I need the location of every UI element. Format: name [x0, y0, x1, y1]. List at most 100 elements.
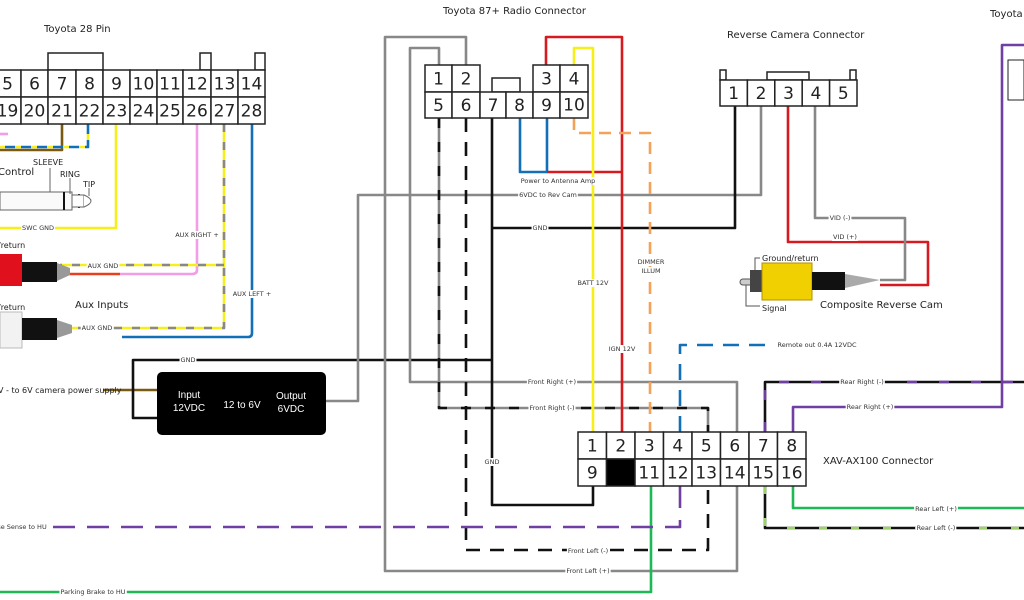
- vid-pos-label: VID (+): [833, 233, 857, 241]
- pin-number: 26: [186, 101, 208, 121]
- wire-gnd-top: [492, 106, 737, 230]
- label-background: [832, 233, 858, 241]
- pin-number: 4: [569, 70, 580, 90]
- gnd-label: GND: [181, 356, 196, 364]
- wire-remote-out: [678, 343, 775, 432]
- ring-label: RING: [60, 170, 80, 179]
- toyota-28-pin-connector: Toyota 28 Pin 51962072182292310241125122…: [0, 24, 266, 125]
- wire-parking-brake: [0, 486, 653, 594]
- wire-rear-left-pos: [791, 486, 1024, 510]
- pin-number: 16: [781, 464, 803, 484]
- pin-number: 15: [752, 464, 774, 484]
- pin-number: 3: [783, 84, 794, 104]
- pin-number: 23: [106, 101, 128, 121]
- wire-radio7-gnd: [490, 118, 595, 507]
- label-background: [828, 214, 852, 222]
- wire-radio3-ign: [544, 35, 624, 432]
- label-background: [565, 567, 611, 575]
- pin-cell: [559, 64, 589, 93]
- pin-cell: [605, 431, 636, 460]
- wire-converter-gnd: [131, 358, 492, 420]
- wire-pin22-blue-yellow: [0, 124, 90, 149]
- pin-cell: [75, 96, 104, 125]
- pin-cell: [129, 69, 158, 98]
- toyota-right-connector: [1007, 59, 1024, 101]
- jack-body: [0, 191, 73, 211]
- pin-cell: [776, 458, 807, 487]
- pin-number: 1: [728, 84, 739, 104]
- pin-number: 20: [24, 101, 46, 121]
- wire-pin28-aux-left: [122, 124, 254, 339]
- pin-number: 1: [587, 437, 598, 457]
- wire-pin27-aux-gnd: [60, 124, 226, 330]
- pin-cell: [505, 91, 534, 119]
- pin-cell: [662, 431, 693, 460]
- illum-label: ILLUM: [641, 267, 660, 275]
- pin-number: 4: [810, 84, 821, 104]
- pin-number: 2: [615, 437, 626, 457]
- converter-input-voltage: 12VDC: [173, 403, 205, 414]
- label-background: [531, 224, 549, 232]
- yellow-plug-body: [761, 262, 813, 301]
- rear-right-neg-label: Rear Right (-): [840, 378, 884, 386]
- pin-number: 2: [756, 84, 767, 104]
- pin-cell: [746, 79, 776, 107]
- pin-number: 12: [186, 74, 208, 94]
- pin-number: 28: [241, 101, 263, 121]
- aux-inputs-title: Aux Inputs: [75, 300, 128, 311]
- gnd-top-label: GND: [533, 224, 548, 232]
- sleeve-label: SLEEVE: [33, 158, 63, 167]
- label-background: [528, 404, 576, 412]
- label-background: [231, 290, 273, 298]
- toyota-28-title: Toyota 28 Pin: [43, 24, 111, 35]
- wire-labels: GND Power to Antenna Amp 6VDC to Rev Cam…: [0, 177, 958, 596]
- converter-ratio: 12 to 6V: [223, 400, 261, 411]
- label-background: [86, 262, 120, 270]
- toyota-right-title: Toyota: [989, 9, 1023, 20]
- aux-gnd-label-2: AUX GND: [82, 324, 113, 332]
- remote-out-label: Remote out 0.4A 12VDC: [778, 341, 857, 349]
- pin-number: 9: [541, 96, 552, 116]
- red-rca-plug: [0, 254, 22, 286]
- return-label-1: /return: [0, 241, 25, 250]
- steering-control-jack: Control SLEEVE RING TIP SWC GND: [0, 158, 95, 232]
- pin-cell: [102, 69, 131, 98]
- pin-cell: [237, 69, 266, 98]
- pin-cell: [424, 91, 453, 119]
- wire-pin22-yellow-under: [0, 124, 90, 149]
- label-background: [20, 224, 56, 232]
- wire-vid-pos: [786, 106, 930, 287]
- wire-pin27-aux-gnd-gray: [60, 124, 226, 330]
- dimmer-label: DIMMER: [638, 258, 665, 266]
- aux-gnd-label-1: AUX GND: [88, 262, 119, 270]
- pin-cell: [182, 96, 212, 125]
- pin-cell: [451, 91, 481, 119]
- pin-cell: [237, 96, 266, 125]
- label-background: [915, 524, 957, 532]
- wire-radio5-front-right-neg-dash: [437, 118, 710, 432]
- pin-number: 14: [724, 464, 746, 484]
- front-right-neg-label: Front Right (-): [529, 404, 574, 412]
- pin-cell: [719, 458, 750, 487]
- reverse-sense-label: se Sense to HU: [0, 523, 47, 531]
- pin-number: 7: [758, 437, 769, 457]
- pin-cell: [532, 91, 561, 119]
- wire-radio10-dimmer: [572, 118, 652, 432]
- tip-label: TIP: [82, 180, 95, 189]
- ground-return-label: Ground/return: [762, 254, 819, 263]
- converter-input-label: Input: [178, 390, 200, 401]
- wires: [0, 35, 1024, 594]
- label-background: [179, 356, 197, 364]
- label-background: [59, 588, 127, 596]
- pin-number: 5: [838, 84, 849, 104]
- pin-cell: [605, 458, 636, 487]
- label-background: [80, 324, 114, 332]
- swc-gnd-label: SWC GND: [22, 224, 54, 232]
- front-left-neg-label: Front Left (-): [568, 547, 608, 555]
- pin-cell: [748, 458, 779, 487]
- pin-cell: [776, 431, 807, 460]
- pin-cell: [559, 91, 589, 119]
- pin-cell: [102, 96, 131, 125]
